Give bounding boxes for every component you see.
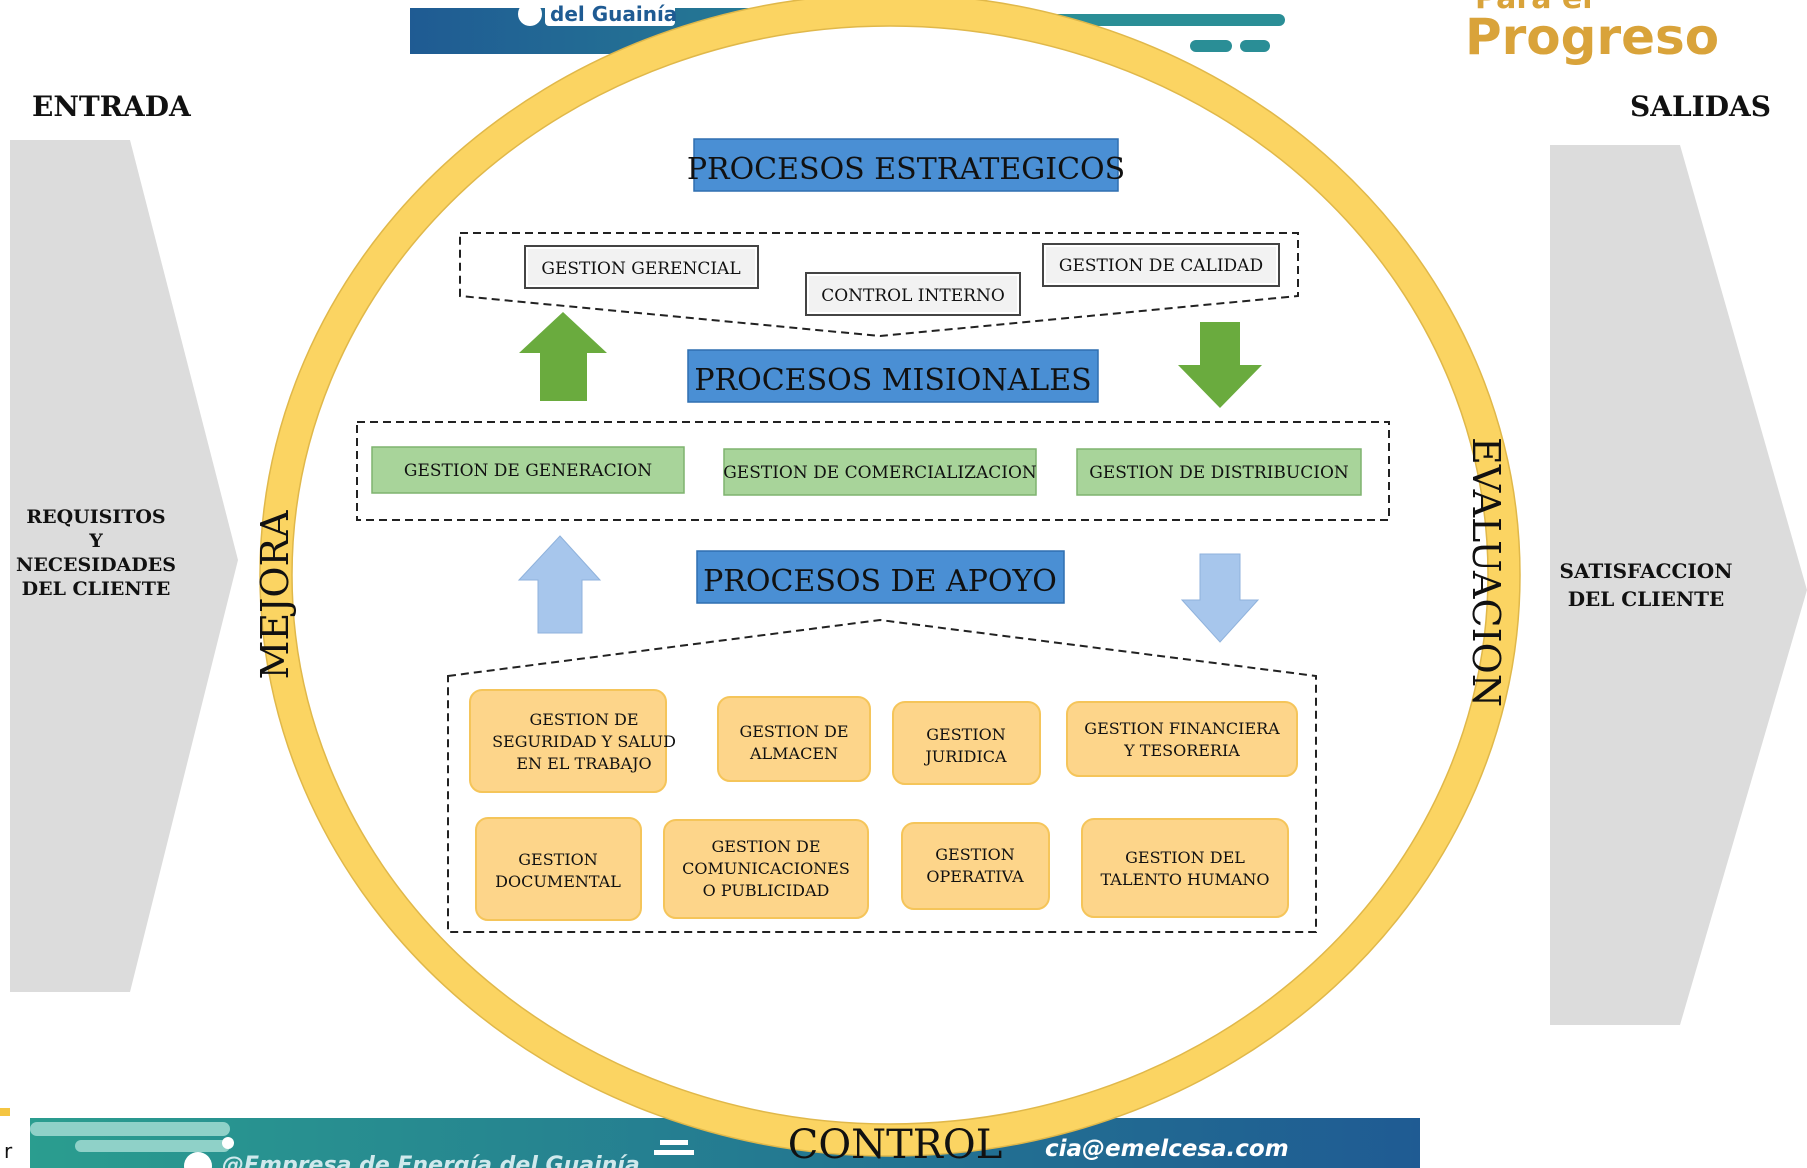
process-almacen-line-2: ALMACEN xyxy=(749,744,838,763)
green-down-arrow-icon xyxy=(1178,322,1262,408)
footer-glyph-icon xyxy=(660,1140,688,1145)
process-comunicaciones-line-2: COMUNICACIONES xyxy=(682,859,850,878)
logo-text-main: Progreso xyxy=(1465,8,1719,66)
ring-label-control: CONTROL xyxy=(788,1122,1003,1168)
process-talento-humano-line-2: TALENTO HUMANO xyxy=(1100,870,1269,889)
estrategicos-section: PROCESOS ESTRATEGICOS GESTION GERENCIAL … xyxy=(459,138,1299,338)
salidas-heading: SALIDAS xyxy=(1630,90,1771,123)
output-label: SATISFACCION DEL CLIENTE xyxy=(1560,559,1733,611)
process-documental-line-2: DOCUMENTAL xyxy=(495,872,621,891)
process-almacen xyxy=(717,696,871,782)
ring-label-mejora: MEJORA xyxy=(253,510,297,680)
header-banner-text: del Guainía xyxy=(550,2,677,26)
process-financiera-line-2: Y TESORERIA xyxy=(1123,741,1240,760)
process-gestion-de-comercializacion xyxy=(723,448,1037,496)
process-seguridad-y-salud-line-2: SEGURIDAD Y SALUD xyxy=(492,732,676,751)
process-comunicaciones-line-1: GESTION DE xyxy=(711,837,820,856)
misionales-title: PROCESOS MISIONALES xyxy=(694,363,1091,398)
process-documental xyxy=(475,817,642,921)
process-gestion-de-generacion xyxy=(371,446,685,494)
process-talento-humano-line-1: GESTION DEL xyxy=(1125,848,1245,867)
estrategicos-dashed-frame xyxy=(459,232,1299,338)
process-control-interno-label: CONTROL INTERNO xyxy=(821,286,1005,306)
process-juridica-line-1: GESTION xyxy=(926,725,1006,744)
input-arrow-shape xyxy=(10,140,238,992)
process-gestion-de-distribucion-label: GESTION DE DISTRIBUCION xyxy=(1089,463,1349,483)
estrategicos-title-box xyxy=(693,138,1119,192)
process-almacen-line-1: GESTION DE xyxy=(739,722,848,741)
process-juridica-line-2: JURIDICA xyxy=(923,747,1007,766)
misionales-title-box xyxy=(687,349,1099,403)
process-gestion-de-distribucion xyxy=(1076,448,1362,496)
input-line-2: Y xyxy=(88,530,103,552)
progreso-logo: Para el Progreso xyxy=(1465,0,1719,66)
process-comunicaciones xyxy=(663,819,869,919)
misionales-dashed-frame xyxy=(356,421,1390,521)
process-gestion-gerencial-label: GESTION GERENCIAL xyxy=(541,259,740,279)
footer-facebook-text: @Empresa de Energía del Guainía xyxy=(222,1153,640,1168)
estrategicos-title: PROCESOS ESTRATEGICOS xyxy=(687,152,1125,187)
light-blue-down-arrow-icon xyxy=(1180,553,1260,643)
apoyo-title-box xyxy=(696,550,1065,604)
green-up-arrow-icon xyxy=(519,312,607,401)
output-arrow-shape xyxy=(1550,145,1807,1025)
output-line-1: SATISFACCION xyxy=(1560,559,1733,583)
process-operativa-line-2: OPERATIVA xyxy=(926,867,1024,886)
apoyo-dashed-frame xyxy=(447,618,1317,933)
process-seguridad-y-salud-line-1: GESTION DE xyxy=(529,710,638,729)
process-gestion-de-comercializacion-label: GESTION DE COMERCIALIZACION xyxy=(723,463,1037,483)
input-line-1: REQUISITOS xyxy=(26,506,165,528)
process-financiera xyxy=(1066,701,1298,777)
continuous-improvement-ring xyxy=(260,0,1520,1156)
process-documental-line-1: GESTION xyxy=(518,850,598,869)
facebook-icon xyxy=(184,1152,212,1168)
process-talento-humano xyxy=(1081,818,1289,918)
process-seguridad-y-salud xyxy=(469,689,667,793)
footer-email-text: cia@emelcesa.com xyxy=(1045,1136,1289,1162)
misionales-section: PROCESOS MISIONALES GESTION DE GENERACIO… xyxy=(356,349,1390,521)
process-financiera-line-1: GESTION FINANCIERA xyxy=(1084,719,1280,738)
footer-banner: r @Empresa de Energía del Guainía cia@em… xyxy=(0,1108,1420,1168)
input-line-3: NECESIDADES xyxy=(16,554,176,576)
input-label: REQUISITOS Y NECESIDADES DEL CLIENTE xyxy=(16,506,176,600)
logo-text-top: Para el xyxy=(1475,0,1593,16)
process-juridica xyxy=(892,701,1041,785)
apoyo-title: PROCESOS DE APOYO xyxy=(703,564,1057,599)
apoyo-section: PROCESOS DE APOYO GESTION DE SEGURIDAD Y… xyxy=(447,550,1317,933)
process-operativa xyxy=(901,822,1050,910)
ring-label-evaluacion: EVALUACION xyxy=(1464,437,1508,707)
process-gestion-de-calidad-label: GESTION DE CALIDAD xyxy=(1059,256,1263,276)
process-seguridad-y-salud-line-3: EN EL TRABAJO xyxy=(516,754,651,773)
footer-left-edge-text: r xyxy=(4,1139,13,1163)
light-blue-up-arrow-icon xyxy=(517,535,602,634)
entrada-heading: ENTRADA xyxy=(32,90,192,123)
process-operativa-line-1: GESTION xyxy=(935,845,1015,864)
output-line-2: DEL CLIENTE xyxy=(1568,587,1725,611)
process-comunicaciones-line-3: O PUBLICIDAD xyxy=(703,881,830,900)
input-line-4: DEL CLIENTE xyxy=(22,578,171,600)
process-gestion-de-generacion-label: GESTION DE GENERACION xyxy=(404,461,652,481)
